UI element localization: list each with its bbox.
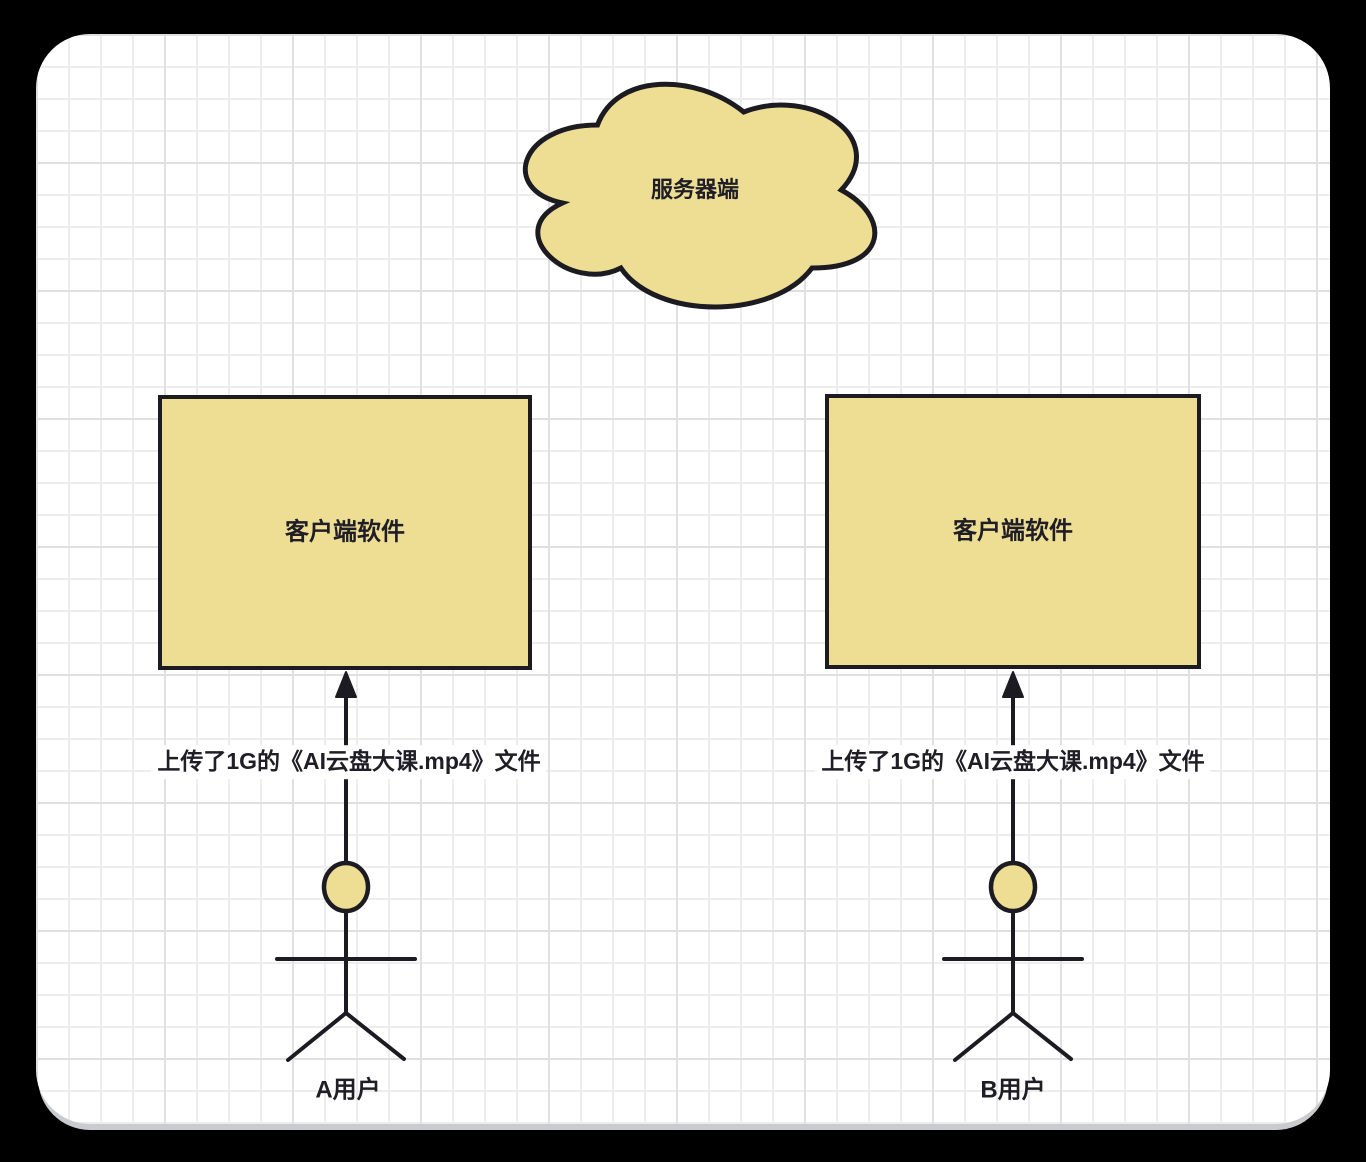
server-cloud-shape[interactable] [522,81,878,310]
diagram-svg [158,81,1201,1062]
actor-b-label[interactable]: B用户 [980,1076,1046,1104]
upload-arrow-right-label[interactable]: 上传了1G的《AI云盘大课.mp4》文件 [815,745,1211,779]
upload-arrow-left-label[interactable]: 上传了1G的《AI云盘大课.mp4》文件 [151,745,547,779]
client-box-right[interactable] [825,394,1201,669]
actor-figure-b[interactable] [942,860,1084,1062]
actor-a-label[interactable]: A用户 [315,1076,381,1104]
server-cloud-label[interactable]: 服务器端 [650,176,740,202]
actor-figure-a[interactable] [275,860,417,1062]
diagram-canvas[interactable]: 服务器端 客户端软件 客户端软件 上传了1G的《AI云盘大课.mp4》文件 上传… [36,34,1330,1124]
client-box-right-label[interactable]: 客户端软件 [953,517,1073,545]
client-box-left-label[interactable]: 客户端软件 [285,518,405,546]
client-box-left[interactable] [158,395,532,670]
